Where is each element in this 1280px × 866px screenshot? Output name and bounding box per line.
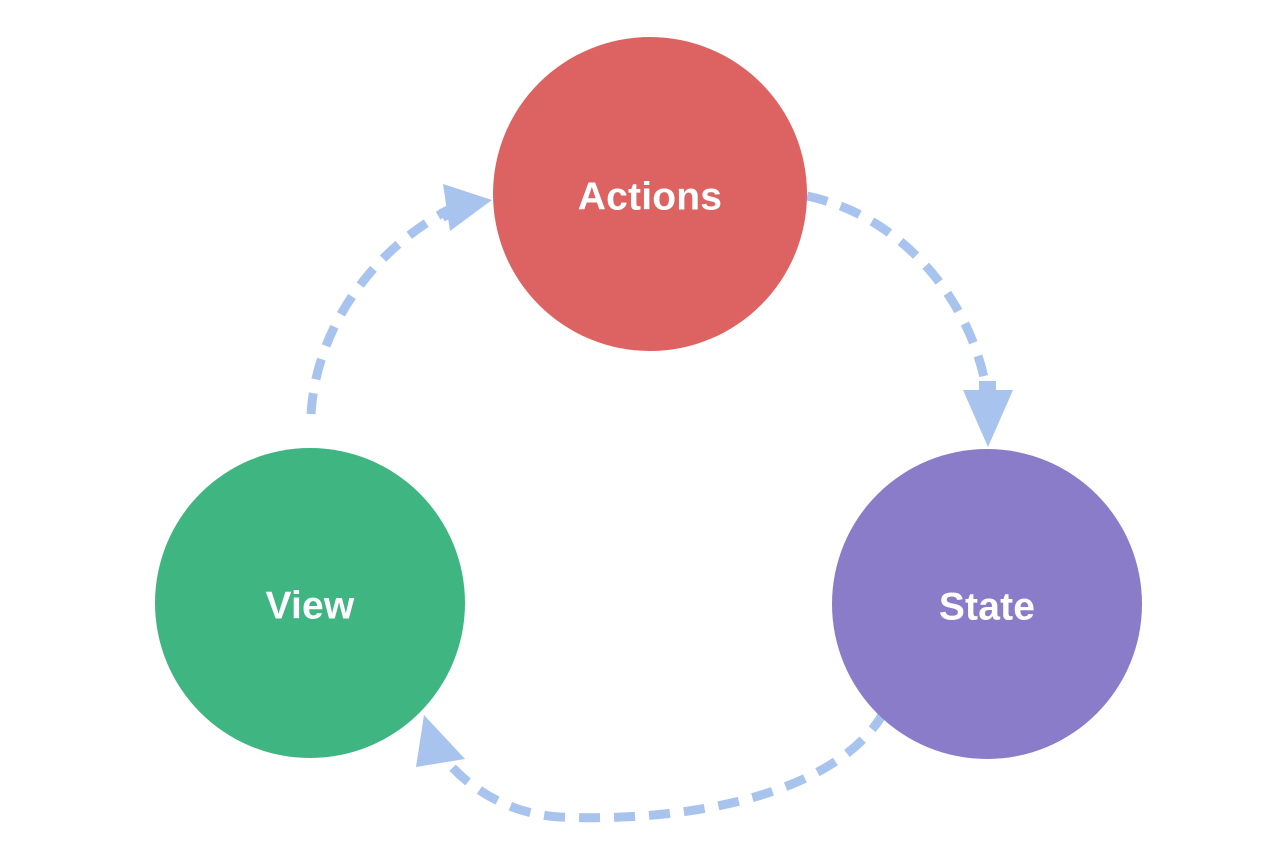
edge-view-to-actions-arrow-notch [438, 201, 461, 222]
node-state-label: State [939, 586, 1035, 629]
node-state[interactable]: State [832, 449, 1142, 759]
edge-state-to-view [416, 709, 888, 823]
node-actions-circle[interactable] [493, 37, 807, 351]
edge-actions-to-state [806, 191, 1013, 447]
node-view-circle[interactable] [155, 448, 465, 758]
node-actions-label: Actions [578, 176, 722, 219]
node-view-label: View [266, 585, 355, 628]
edge-state-to-view-path [439, 709, 888, 823]
edge-view-to-actions [306, 184, 492, 415]
node-actions[interactable]: Actions [493, 37, 807, 351]
edge-state-to-view-arrow-notch [430, 738, 454, 760]
node-state-circle[interactable] [832, 449, 1142, 759]
edge-actions-to-state-arrowhead [963, 390, 1013, 447]
edge-view-to-actions-path [306, 206, 451, 415]
edge-actions-to-state-arrow-notch [979, 381, 996, 393]
edge-actions-to-state-path [806, 191, 993, 401]
node-view[interactable]: View [155, 448, 465, 758]
edge-view-to-actions-arrowhead [443, 184, 492, 231]
